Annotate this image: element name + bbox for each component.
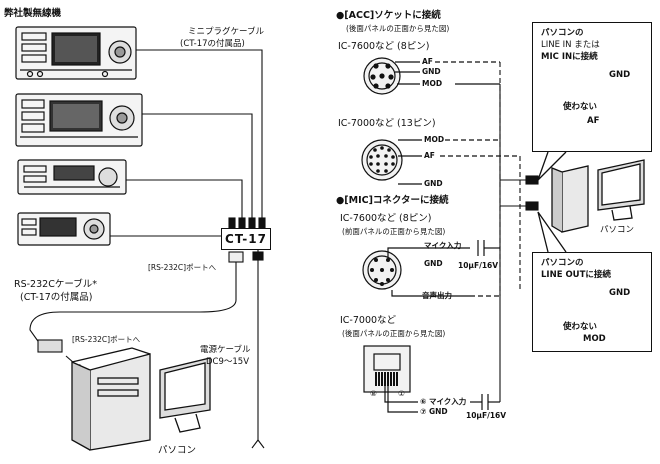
- radio-title: 弊社製無線機: [4, 8, 62, 19]
- right-pc-illustration: [551, 159, 645, 233]
- callout-top-line3: MIC INに接続: [541, 52, 598, 62]
- ct17-cables: [29, 250, 265, 449]
- callout-top-line1: パソコンの: [541, 28, 584, 38]
- acc8-gnd-label: GND: [422, 67, 441, 76]
- rs232c-cable-note: (CT-17の付属品): [20, 292, 93, 303]
- acc13-mod-label: MOD: [424, 135, 445, 144]
- rj-capacitor-label: 10μF/16V: [466, 411, 507, 420]
- acc8-mod-label: MOD: [422, 79, 443, 88]
- callout-bottom-line1: パソコンの: [541, 258, 584, 268]
- rs232c-port-ct17-label: [RS-232C]ポートへ: [148, 263, 217, 272]
- acc-8pin-connector: [363, 57, 500, 95]
- rs232c-port-pc-label: [RS-232C]ポートへ: [72, 335, 141, 344]
- mic-ic7600-label: IC-7600など (8ピン): [340, 213, 432, 224]
- mic-8pin-connector: [362, 240, 500, 297]
- acc8-af-label: AF: [422, 57, 433, 66]
- radio-1-illustration: [15, 26, 137, 80]
- ct17-box: CT-17: [221, 228, 271, 250]
- power-cable-label: 電源ケーブル: [200, 345, 251, 355]
- mic-rj-connector: [363, 345, 500, 413]
- rs232c-cable-label: RS-232Cケーブル*: [14, 279, 98, 290]
- acc-subheading: (後面パネルの正面から見た図): [346, 24, 450, 33]
- acc-13pin-connector: [361, 139, 520, 185]
- rj-pin8-label: ⑧: [370, 389, 377, 398]
- radio-4-illustration: [17, 212, 111, 246]
- mic8-gnd-label: GND: [424, 259, 443, 268]
- left-pc-label: パソコン: [158, 445, 197, 456]
- power-cable-spec: DC9〜15V: [206, 357, 250, 367]
- mic8-audio-out-label: 音声出力: [422, 291, 452, 300]
- mic-ic7000-label: IC-7000など: [340, 315, 397, 326]
- acc-ic7600-label: IC-7600など (8ピン): [338, 41, 430, 52]
- callout-top-line2: LINE IN または: [541, 40, 600, 50]
- right-pc-label: パソコン: [600, 225, 635, 235]
- callout-top-af: AF: [587, 116, 600, 126]
- callout-line-in: パソコンの LINE IN または MIC INに接続 GND 使わない AF: [532, 22, 652, 152]
- callout-bottom-unused: 使わない: [563, 322, 598, 332]
- radio-3-illustration: [17, 159, 127, 195]
- callout-top-gnd: GND: [609, 70, 631, 80]
- acc13-gnd-label: GND: [424, 179, 443, 188]
- callout-line-out: パソコンの LINE OUTに接続 GND 使わない MOD: [532, 252, 652, 352]
- mic-ic7000-subheading: (後面パネルの正面から見た図): [342, 329, 446, 338]
- mic8-capacitor-label: 10μF/16V: [458, 261, 499, 270]
- callout-bottom-line2: LINE OUTに接続: [541, 270, 611, 280]
- callout-bottom-mod: MOD: [583, 334, 606, 344]
- radio-2-illustration: [15, 93, 143, 147]
- callout-top-unused: 使わない: [563, 102, 598, 112]
- callout-pointers: [537, 151, 567, 253]
- mic-subheading: (前面パネルの正面から見た図): [342, 227, 446, 236]
- acc-ic7000-label: IC-7000など (13ピン): [338, 118, 436, 129]
- acc13-af-label: AF: [424, 151, 435, 160]
- rj-gnd-label: ⑦ GND: [420, 407, 448, 416]
- callout-bottom-gnd: GND: [609, 288, 631, 298]
- mic8-mic-input-label: マイク入力: [424, 241, 462, 250]
- trunk-lines: [499, 62, 539, 402]
- rj-pin1-label: ①: [398, 389, 405, 398]
- acc-heading: ●[ACC]ソケットに接続: [336, 10, 441, 21]
- mini-plug-cable-note: (CT-17の付属品): [180, 39, 245, 49]
- mic-heading: ●[MIC]コネクターに接続: [336, 195, 449, 206]
- mini-plug-cable-label: ミニプラグケーブル: [188, 27, 264, 37]
- left-pc-illustration: [71, 347, 211, 451]
- rj-mic-input-label: ⑥ マイク入力: [420, 397, 467, 406]
